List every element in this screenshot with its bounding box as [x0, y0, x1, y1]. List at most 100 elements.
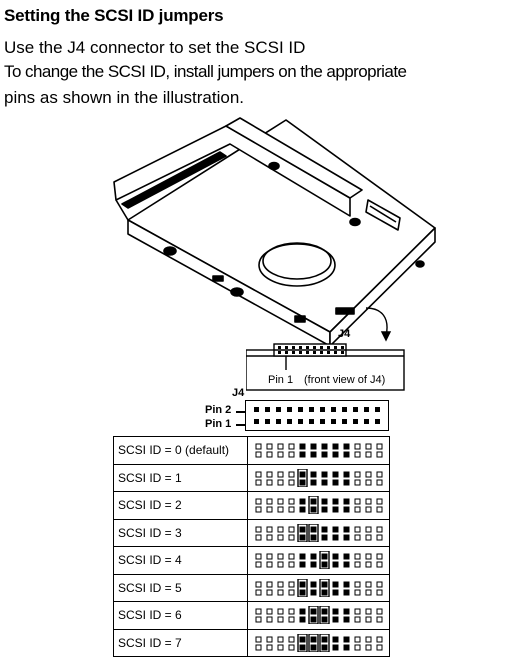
- pin: [366, 617, 371, 622]
- connector-title: J4: [232, 387, 244, 399]
- pin: [355, 554, 360, 559]
- pin: [333, 452, 338, 457]
- hard-drive-illustration: [100, 112, 445, 344]
- pin: [355, 452, 360, 457]
- pin: [300, 645, 305, 650]
- pin-row-1: [254, 419, 380, 424]
- pin: [333, 480, 338, 485]
- pin: [355, 507, 360, 512]
- pin: [333, 499, 338, 504]
- table-row: SCSI ID = 6: [114, 602, 389, 630]
- table-row: SCSI ID = 0 (default): [114, 437, 389, 465]
- pin: [256, 507, 261, 512]
- j4-connector: [245, 400, 389, 431]
- pin: [300, 562, 305, 567]
- pin: [333, 617, 338, 622]
- pin: [377, 472, 382, 477]
- pin: [267, 452, 272, 457]
- pin: [333, 609, 338, 614]
- pin: [278, 507, 283, 512]
- pin: [289, 562, 294, 567]
- pin: [355, 582, 360, 587]
- pin: [322, 645, 327, 650]
- jumper-pin-grid: [254, 579, 390, 597]
- pin: [366, 554, 371, 559]
- pin: [344, 645, 349, 650]
- intro-line-3: pins as shown in the illustration.: [4, 88, 244, 108]
- pin: [333, 444, 338, 449]
- pin: [344, 609, 349, 614]
- pin: [278, 480, 283, 485]
- pin: [289, 590, 294, 595]
- pin: [333, 562, 338, 567]
- pin: [256, 582, 261, 587]
- pin: [322, 480, 327, 485]
- pin: [366, 527, 371, 532]
- pin: [355, 480, 360, 485]
- pin: [311, 499, 316, 504]
- pin: [311, 617, 316, 622]
- pin: [311, 554, 316, 559]
- pin: [366, 452, 371, 457]
- pin: [256, 609, 261, 614]
- pin: [267, 472, 272, 477]
- pin: [267, 562, 272, 567]
- pin: [256, 637, 261, 642]
- pin: [278, 582, 283, 587]
- pin: [366, 645, 371, 650]
- jumper-pin-grid: [254, 496, 390, 514]
- pin: [377, 637, 382, 642]
- pin: [366, 499, 371, 504]
- pin: [355, 562, 360, 567]
- pin: [256, 499, 261, 504]
- pin: [344, 444, 349, 449]
- pin2-label: Pin 2: [205, 404, 231, 416]
- pin: [333, 535, 338, 540]
- pin: [278, 562, 283, 567]
- pin: [322, 590, 327, 595]
- pin: [355, 637, 360, 642]
- pin: [267, 637, 272, 642]
- pin: [366, 582, 371, 587]
- pin: [377, 582, 382, 587]
- pin: [311, 444, 316, 449]
- pin: [300, 590, 305, 595]
- pin: [289, 554, 294, 559]
- jumper-pin-grid: [254, 551, 390, 569]
- pin: [311, 590, 316, 595]
- pin: [311, 609, 316, 614]
- pin: [366, 535, 371, 540]
- pin: [278, 472, 283, 477]
- pin: [366, 472, 371, 477]
- scsi-id-label: SCSI ID = 2: [114, 492, 248, 519]
- pin: [300, 452, 305, 457]
- pin: [377, 480, 382, 485]
- scsi-id-label: SCSI ID = 4: [114, 547, 248, 574]
- scsi-id-label: SCSI ID = 3: [114, 520, 248, 547]
- pin: [344, 637, 349, 642]
- page-title: Setting the SCSI ID jumpers: [4, 6, 223, 26]
- pin: [377, 590, 382, 595]
- pin: [278, 452, 283, 457]
- pin: [377, 562, 382, 567]
- pin: [377, 609, 382, 614]
- pin: [366, 590, 371, 595]
- pin: [355, 472, 360, 477]
- table-row: SCSI ID = 5: [114, 575, 389, 603]
- pin: [256, 527, 261, 532]
- scsi-id-label: SCSI ID = 5: [114, 575, 248, 602]
- pin: [344, 535, 349, 540]
- pin: [289, 499, 294, 504]
- intro-line-1: Use the J4 connector to set the SCSI ID: [4, 38, 305, 58]
- pin: [355, 617, 360, 622]
- pin: [289, 637, 294, 642]
- jumper-pin-grid: [254, 469, 390, 487]
- pin: [300, 499, 305, 504]
- pin: [300, 472, 305, 477]
- pin: [267, 645, 272, 650]
- pin: [311, 452, 316, 457]
- table-row: SCSI ID = 1: [114, 465, 389, 493]
- pin: [256, 554, 261, 559]
- pin: [311, 535, 316, 540]
- pin: [344, 582, 349, 587]
